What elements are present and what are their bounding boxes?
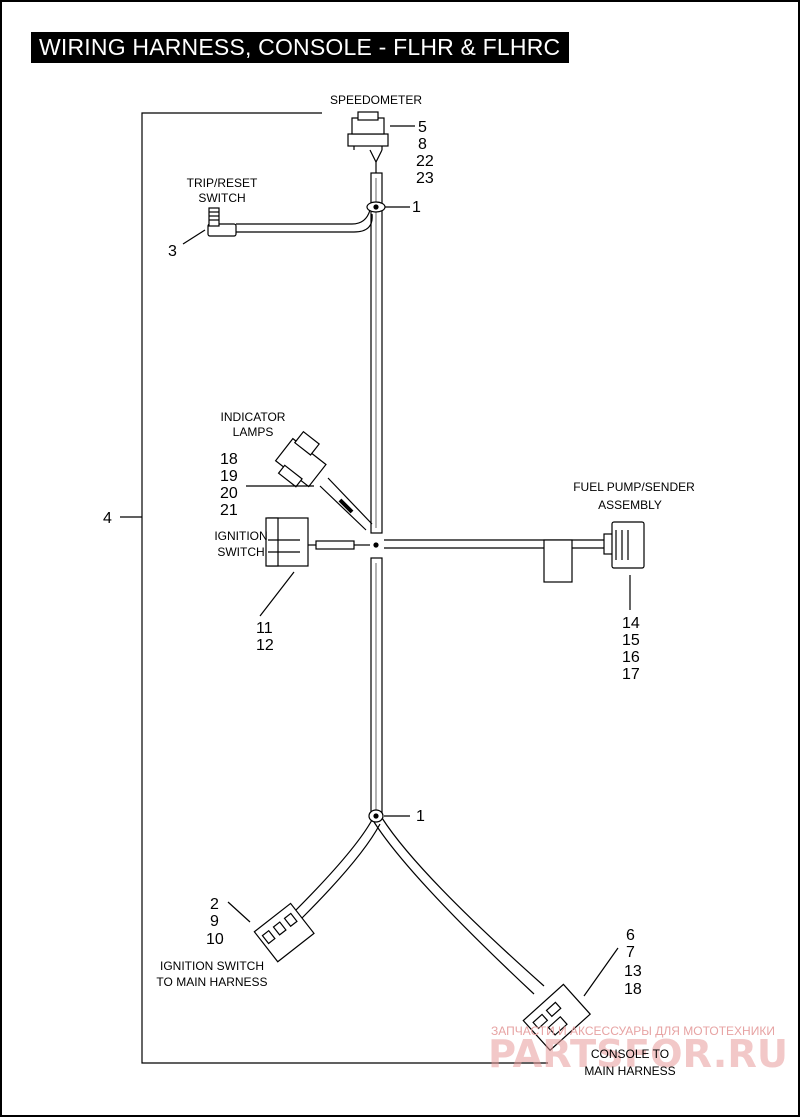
fuel-lead [384, 539, 604, 583]
trip-reset-lead [236, 209, 373, 233]
callout-fuel-4: 17 [622, 666, 640, 683]
label-trip-reset-1: TRIP/RESET [187, 176, 258, 190]
diagram-title: WIRING HARNESS, CONSOLE - FLHR & FLHRC [31, 32, 569, 63]
callout-fuel-2: 15 [622, 632, 640, 649]
callout-console-1: 6 [626, 927, 635, 944]
label-ignition-1: IGNITION [214, 529, 267, 543]
label-console-2: MAIN HARNESS [584, 1064, 675, 1078]
callout-indicator-2: 19 [220, 468, 238, 485]
callout-speedometer-2: 8 [418, 136, 427, 153]
label-ign-main-2: TO MAIN HARNESS [156, 975, 267, 989]
callout-fuel-1: 14 [622, 615, 640, 632]
callout-speedometer-3: 22 [416, 153, 434, 170]
label-trip-reset-2: SWITCH [198, 191, 245, 205]
callout-ignition-1: 11 [256, 620, 273, 637]
callout-indicator-1: 18 [220, 451, 238, 468]
callout-console-4: 18 [624, 981, 642, 998]
label-console-1: CONSOLE TO [591, 1047, 669, 1061]
console-connector [522, 983, 592, 1052]
leader-ign-main [227, 901, 251, 923]
label-speedometer: SPEEDOMETER [330, 93, 422, 107]
ign-main-connector [253, 902, 315, 963]
callout-indicator-3: 20 [220, 485, 238, 502]
label-ignition-2: SWITCH [217, 545, 264, 559]
ignition-switch-connector [265, 517, 309, 567]
callout-ign-main-2: 9 [210, 913, 219, 930]
callout-fuel-3: 16 [622, 649, 640, 666]
callout-ign-main-1: 2 [210, 896, 219, 913]
callout-console-3: 13 [624, 963, 642, 980]
label-ign-main-1: IGNITION SWITCH [160, 959, 264, 973]
speedometer-connector [347, 111, 389, 173]
console-lead [373, 817, 545, 995]
trunk-lower [370, 557, 383, 819]
leader-ignition [259, 571, 295, 617]
callout-clip-top: 1 [412, 199, 421, 216]
cable-clip-top [366, 201, 386, 213]
fuel-connector [603, 521, 645, 569]
callout-console-2: 7 [626, 944, 635, 961]
label-indicator-1: INDICATOR [221, 410, 286, 424]
callout-ignition-2: 12 [256, 637, 274, 654]
leader-console [583, 947, 619, 997]
indicator-lead [319, 477, 373, 531]
indicator-connector [274, 430, 327, 488]
callout-clip-bottom: 1 [416, 808, 425, 825]
leader-trip-reset [182, 229, 206, 245]
label-fuel-1: FUEL PUMP/SENDER [573, 480, 695, 494]
ignition-lead [306, 540, 370, 550]
watermark-tagline: ЗАПЧАСТИ И АКСЕССУАРЫ ДЛЯ МОТОТЕХНИКИ [491, 1024, 775, 1038]
callout-speedometer-1: 5 [418, 119, 427, 136]
trunk-upper [370, 172, 383, 534]
label-fuel-2: ASSEMBLY [598, 498, 662, 512]
harness-bracket [141, 112, 548, 1064]
cable-clip-bottom [368, 809, 384, 823]
callout-indicator-4: 21 [220, 502, 238, 519]
callout-ign-main-3: 10 [206, 931, 224, 948]
callout-speedometer-4: 23 [416, 170, 434, 187]
trip-reset-switch [207, 207, 237, 237]
ign-main-lead [293, 819, 381, 919]
watermark-logo: PARTSFOR.RU [488, 1032, 788, 1076]
callout-harness: 4 [103, 510, 112, 527]
junction [373, 542, 379, 548]
label-indicator-2: LAMPS [233, 425, 274, 439]
callout-trip-reset: 3 [168, 243, 177, 260]
